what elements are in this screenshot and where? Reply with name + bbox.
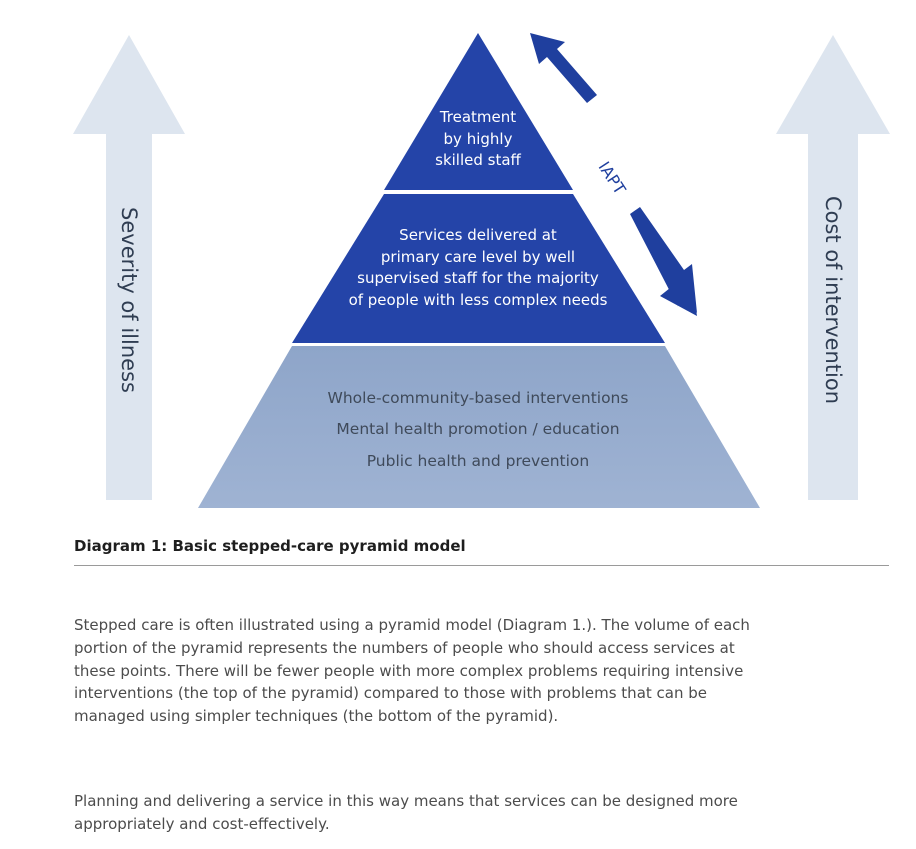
pyramid: Treatment by highly skilled staff Servic… [198, 33, 760, 508]
base-tier-text: Whole-community-based interventions Ment… [328, 389, 629, 470]
caption-divider [74, 565, 889, 566]
iapt-arrow-lower-head [660, 272, 697, 316]
top-tier-line: Treatment [439, 108, 516, 126]
pyramid-middle-tier [292, 194, 665, 343]
middle-tier-line: primary care level by well [381, 248, 575, 266]
body-paragraph: Stepped care is often illustrated using … [74, 616, 750, 726]
cost-arrow-label: Cost of intervention [821, 196, 845, 404]
severity-arrow: Severity of illness [73, 35, 185, 500]
body-paragraph: Planning and delivering a service in thi… [74, 792, 738, 833]
cost-arrow: Cost of intervention [776, 35, 890, 500]
base-tier-line: Public health and prevention [367, 452, 590, 470]
top-tier-line: by highly [444, 130, 513, 148]
middle-tier-line: supervised staff for the majority [357, 269, 599, 287]
pyramid-top-tier [384, 33, 573, 190]
iapt-arrow: IAPT [530, 33, 697, 316]
pyramid-base-tier [198, 346, 760, 508]
diagram-caption: Diagram 1: Basic stepped-care pyramid mo… [74, 537, 466, 555]
middle-tier-line: of people with less complex needs [349, 291, 608, 309]
middle-tier-text: Services delivered at primary care level… [349, 226, 608, 309]
severity-arrow-shape [73, 35, 185, 500]
stepped-care-pyramid-diagram: Severity of illness Cost of intervention… [73, 33, 890, 508]
iapt-label: IAPT [594, 158, 629, 198]
middle-tier-line: Services delivered at [399, 226, 557, 244]
iapt-arrow-upper-segment [530, 33, 597, 103]
base-tier-line: Whole-community-based interventions [328, 389, 629, 407]
cost-arrow-shape [776, 35, 890, 500]
severity-arrow-label: Severity of illness [117, 207, 141, 393]
top-tier-text: Treatment by highly skilled staff [435, 108, 521, 169]
base-tier-line: Mental health promotion / education [336, 420, 619, 438]
top-tier-line: skilled staff [435, 151, 521, 169]
